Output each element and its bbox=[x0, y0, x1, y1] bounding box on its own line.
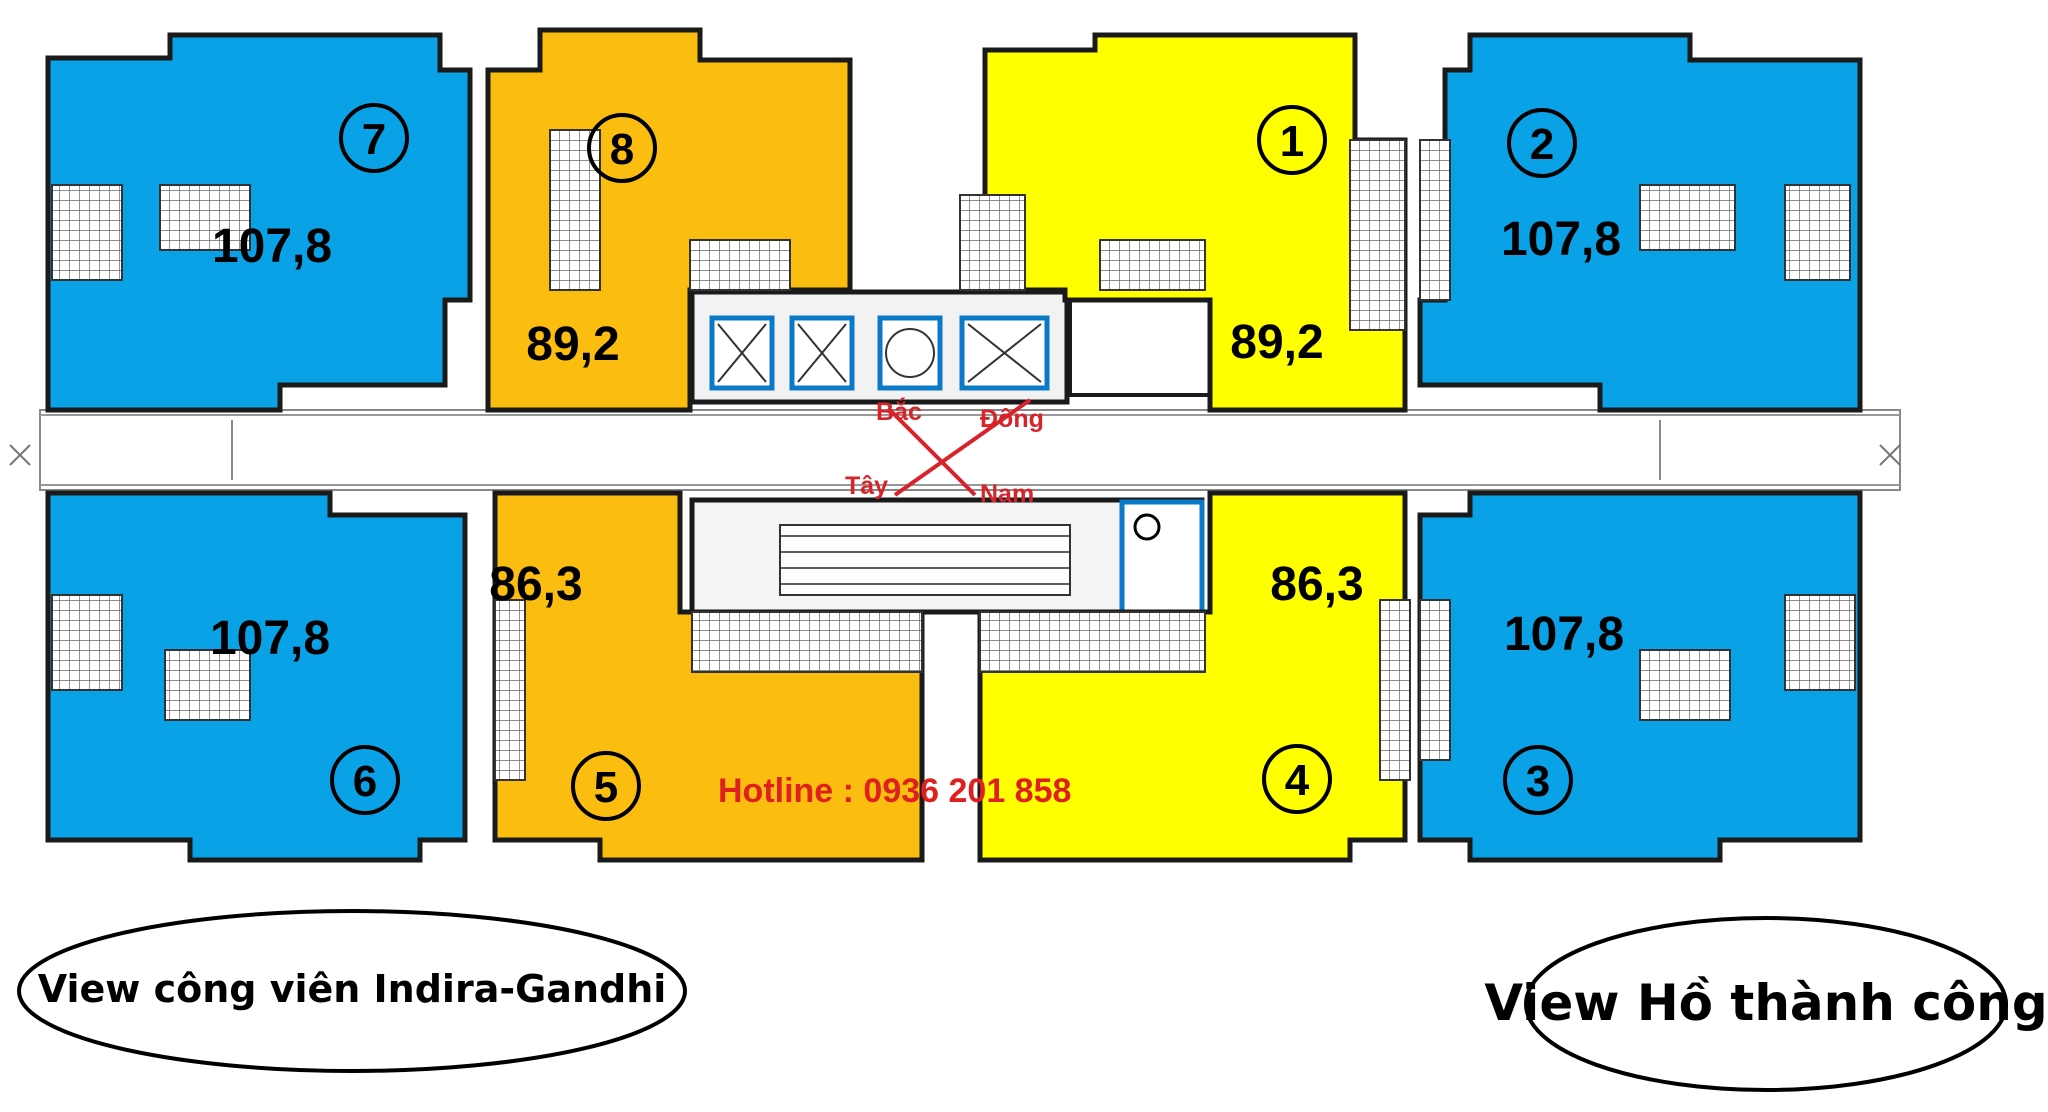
unit-4-number-circle bbox=[1262, 744, 1332, 814]
unit-7-bathroom bbox=[159, 184, 251, 251]
unit-1: 189,2 bbox=[959, 32, 1408, 413]
view-left: View công viên Indira-Gandhi bbox=[17, 909, 687, 1073]
unit-2-bathroom bbox=[1784, 184, 1851, 281]
unit-5: 586,3 bbox=[489, 490, 925, 863]
unit-1-number: 1 bbox=[1280, 117, 1304, 166]
unit-3-area: 107,8 bbox=[1504, 608, 1624, 661]
unit-2-bathroom bbox=[1419, 139, 1451, 301]
unit-3-bathroom bbox=[1639, 649, 1731, 721]
unit-8: 889,2 bbox=[485, 27, 853, 413]
unit-5-bathroom bbox=[494, 599, 526, 781]
unit-1-number-circle bbox=[1257, 105, 1327, 175]
unit-1-area: 89,2 bbox=[1230, 316, 1323, 369]
unit-7-floor bbox=[45, 32, 473, 413]
unit-7-number-circle bbox=[339, 103, 409, 173]
unit-6-area: 107,8 bbox=[210, 612, 330, 665]
unit-8-number: 8 bbox=[610, 125, 634, 174]
unit-7-bathroom bbox=[51, 184, 123, 281]
view-right-label: View Hồ thành công bbox=[1484, 974, 2047, 1032]
unit-5-area: 86,3 bbox=[489, 558, 582, 611]
unit-8-floor bbox=[485, 27, 853, 413]
unit-1-bathroom bbox=[959, 194, 1026, 291]
hotline-text: Hotline : 0936 201 858 bbox=[718, 772, 1071, 810]
unit-2: 2 107,8 bbox=[1417, 32, 1863, 413]
unit-3-number-circle bbox=[1503, 745, 1573, 815]
compass-south: Nam bbox=[980, 480, 1034, 508]
unit-8-number-circle bbox=[587, 113, 657, 183]
unit-5-bathroom bbox=[691, 611, 923, 673]
unit-6-floor bbox=[45, 490, 468, 863]
unit-1-floor bbox=[982, 32, 1408, 413]
unit-3-number: 3 bbox=[1526, 757, 1550, 806]
unit-6-bathroom bbox=[164, 649, 251, 721]
unit-2-number: 2 bbox=[1530, 120, 1554, 169]
unit-3: 3 107,8 bbox=[1417, 490, 1863, 863]
unit-4-floor bbox=[977, 490, 1408, 863]
compass-north: Bắc bbox=[876, 396, 922, 426]
unit-4-bathroom bbox=[1379, 599, 1411, 781]
unit-7-number: 7 bbox=[362, 115, 386, 164]
unit-6-bathroom bbox=[51, 594, 123, 691]
unit-2-number-circle bbox=[1507, 108, 1577, 178]
unit-6-number-circle bbox=[330, 745, 400, 815]
unit-6-number: 6 bbox=[353, 757, 377, 806]
unit-5-floor bbox=[492, 490, 925, 863]
unit-1-bathroom bbox=[1349, 139, 1406, 331]
corridor bbox=[9, 409, 1901, 491]
view-left-label: View công viên Indira-Gandhi bbox=[38, 967, 667, 1011]
compass: Bắc Đông Tây Nam bbox=[845, 396, 1044, 508]
unit-6: 6 107,8 bbox=[45, 490, 468, 863]
unit-2-area: 107,8 bbox=[1501, 213, 1621, 266]
unit-8-bathroom bbox=[549, 129, 601, 291]
unit-4-number: 4 bbox=[1285, 756, 1310, 805]
compass-east: Đông bbox=[980, 405, 1044, 433]
unit-1-bathroom bbox=[1099, 239, 1206, 291]
compass-west: Tây bbox=[845, 472, 888, 500]
unit-4-area: 86,3 bbox=[1270, 558, 1363, 611]
view-right: View Hồ thành công bbox=[1484, 916, 2048, 1092]
unit-7-area: 107,8 bbox=[212, 220, 332, 273]
unit-5-number: 5 bbox=[594, 763, 618, 812]
unit-3-bathroom bbox=[1784, 594, 1856, 691]
unit-7: 7 107,8 bbox=[45, 32, 473, 413]
unit-2-bathroom bbox=[1639, 184, 1736, 251]
unit-8-area: 89,2 bbox=[526, 318, 619, 371]
unit-3-bathroom bbox=[1419, 599, 1451, 761]
elevator-core bbox=[689, 289, 1212, 405]
unit-4-bathroom bbox=[979, 611, 1206, 673]
unit-4: 486,3 bbox=[977, 490, 1411, 863]
unit-5-number-circle bbox=[571, 751, 641, 821]
unit-8-bathroom bbox=[689, 239, 791, 291]
